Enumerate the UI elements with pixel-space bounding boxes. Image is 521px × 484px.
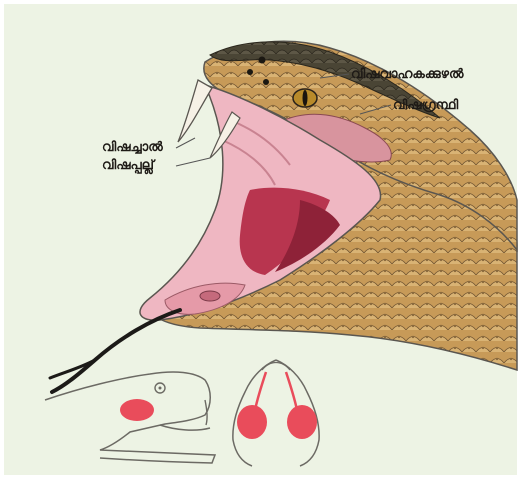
- label-venom-gland: വിഷഗ്രന്ഥി: [393, 98, 458, 113]
- label-venom-fang: വിഷപ്പല്ല്: [102, 158, 154, 173]
- label-venom-duct: വിഷവാഹകക്കുഴൽ: [351, 67, 463, 82]
- nostril-pit: [259, 57, 266, 64]
- side-view-venom-gland: [120, 399, 154, 421]
- snake-eye-pupil: [303, 90, 308, 106]
- nostril-pit: [263, 79, 269, 85]
- glottis: [200, 291, 220, 301]
- nostril-pit: [247, 69, 253, 75]
- top-view-venom-gland: [287, 405, 317, 439]
- label-venom-canal: വിഷച്ചാൽ: [102, 140, 163, 155]
- top-view-venom-gland: [237, 405, 267, 439]
- side-view-pupil: [159, 387, 162, 390]
